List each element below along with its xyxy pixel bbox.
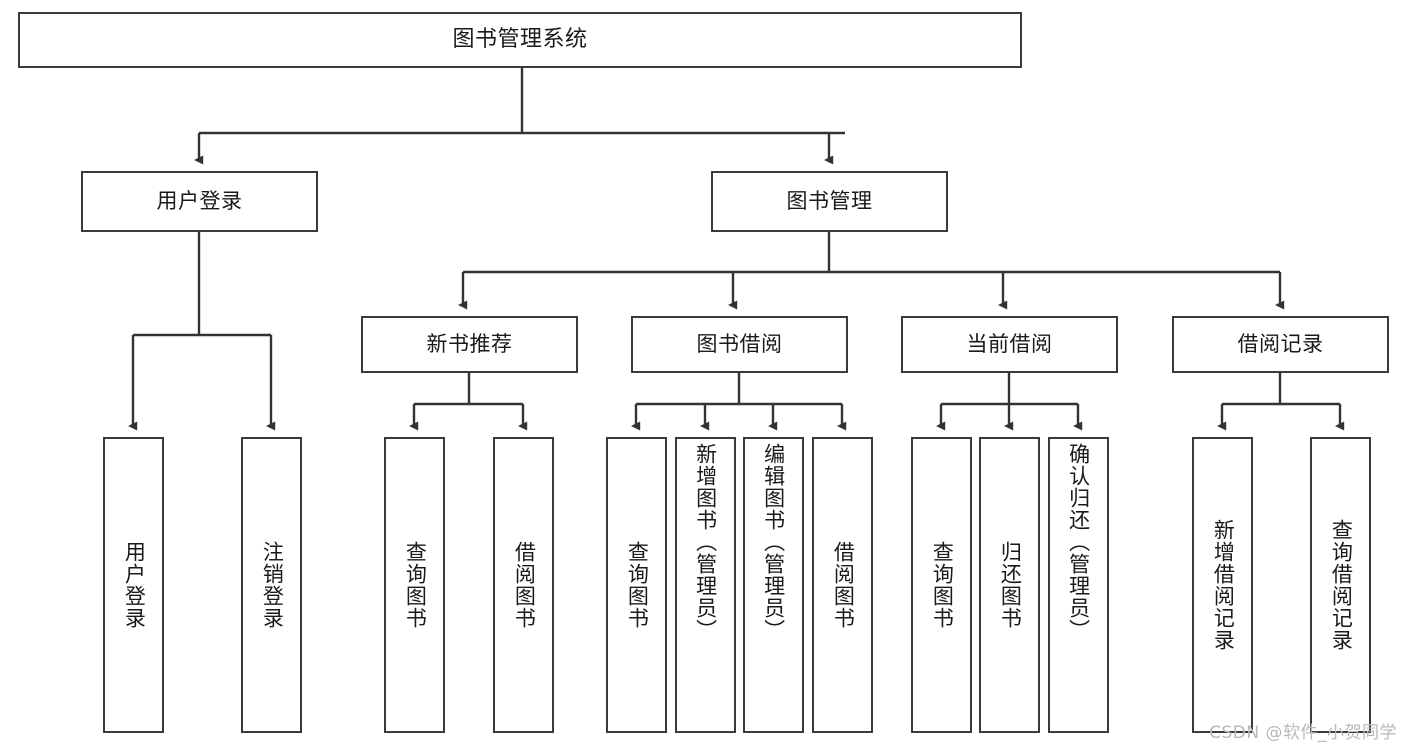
node-label: 新书推荐 — [426, 332, 513, 357]
node-label: 归还图书 — [998, 541, 1023, 629]
node-root-library-system[interactable]: 图书管理系统 — [18, 12, 1022, 68]
leaf-return-book[interactable]: 归还图书 — [979, 437, 1040, 733]
node-borrow-record[interactable]: 借阅记录 — [1172, 316, 1389, 373]
leaf-query-book-borrow[interactable]: 查询图书 — [606, 437, 667, 733]
leaf-query-book-recommend[interactable]: 查询图书 — [384, 437, 445, 733]
node-label: 查询图书 — [403, 541, 428, 629]
node-label: 借阅图书 — [512, 541, 537, 629]
node-label: 用户登录 — [122, 541, 147, 629]
leaf-edit-book-admin[interactable]: 编辑图书（管理员） — [743, 437, 804, 733]
node-new-book-recommend[interactable]: 新书推荐 — [361, 316, 578, 373]
node-label: 当前借阅 — [966, 332, 1053, 357]
node-label: 借阅图书 — [831, 541, 856, 629]
node-label: 新增借阅记录 — [1211, 519, 1236, 651]
node-label: 查询图书 — [625, 541, 650, 629]
node-label: 编辑图书（管理员） — [761, 443, 786, 641]
leaf-query-book-current[interactable]: 查询图书 — [911, 437, 972, 733]
node-label: 借阅记录 — [1237, 332, 1324, 357]
node-label: 图书借阅 — [696, 332, 783, 357]
node-label: 查询图书 — [930, 541, 955, 629]
leaf-borrow-book[interactable]: 借阅图书 — [812, 437, 873, 733]
leaf-logout[interactable]: 注销登录 — [241, 437, 302, 733]
node-label: 图书管理系统 — [452, 27, 588, 53]
leaf-confirm-return-admin[interactable]: 确认归还（管理员） — [1048, 437, 1109, 733]
leaf-query-borrow-record[interactable]: 查询借阅记录 — [1310, 437, 1371, 733]
node-current-borrow[interactable]: 当前借阅 — [901, 316, 1118, 373]
leaf-borrow-book-recommend[interactable]: 借阅图书 — [493, 437, 554, 733]
node-label: 图书管理 — [786, 189, 873, 214]
node-user-login[interactable]: 用户登录 — [81, 171, 318, 232]
node-label: 查询借阅记录 — [1329, 519, 1354, 651]
node-label: 用户登录 — [156, 189, 243, 214]
csdn-watermark: CSDN @软件_小贺同学 — [1209, 723, 1397, 743]
node-label: 确认归还（管理员） — [1066, 443, 1091, 641]
node-book-borrow[interactable]: 图书借阅 — [631, 316, 848, 373]
leaf-add-book-admin[interactable]: 新增图书（管理员） — [675, 437, 736, 733]
node-label: 注销登录 — [260, 541, 285, 629]
leaf-add-borrow-record[interactable]: 新增借阅记录 — [1192, 437, 1253, 733]
leaf-user-login[interactable]: 用户登录 — [103, 437, 164, 733]
node-label: 新增图书（管理员） — [693, 443, 718, 641]
node-book-management[interactable]: 图书管理 — [711, 171, 948, 232]
